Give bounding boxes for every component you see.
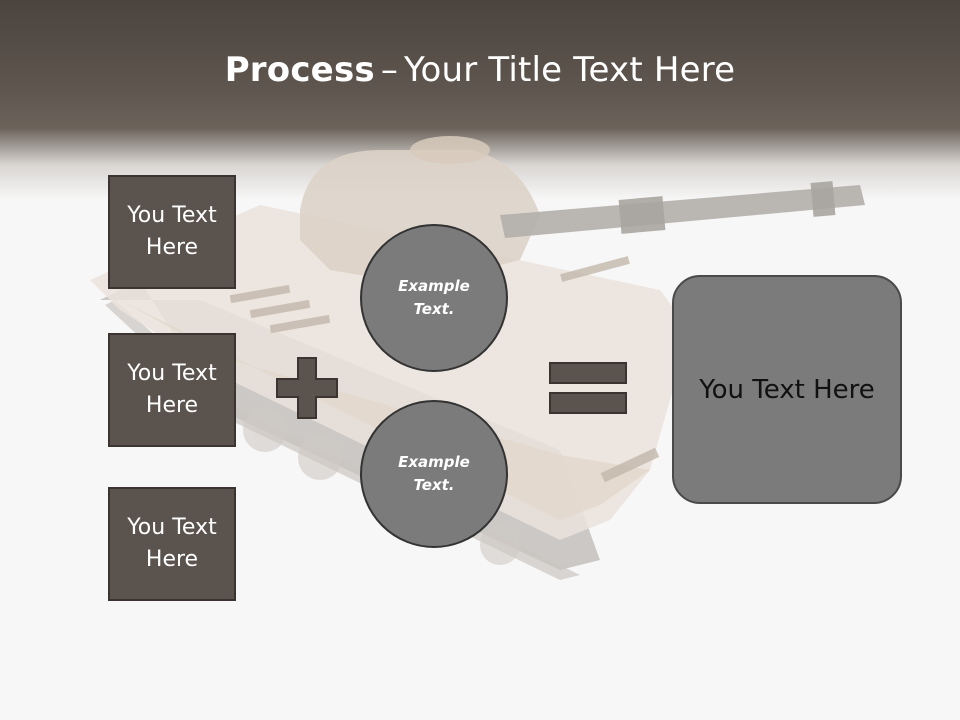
title-dash: – bbox=[380, 50, 399, 90]
title-bold: Process bbox=[224, 50, 375, 90]
text-box-2[interactable]: You Text Here bbox=[108, 333, 236, 447]
example-circle-2[interactable]: Example Text. bbox=[360, 400, 508, 548]
plus-icon bbox=[276, 357, 338, 419]
example-circle-1-label: Example Text. bbox=[398, 277, 470, 318]
text-box-1[interactable]: You Text Here bbox=[108, 175, 236, 289]
example-circle-2-label: Example Text. bbox=[398, 453, 470, 494]
text-box-3[interactable]: You Text Here bbox=[108, 487, 236, 601]
result-box-label: You Text Here bbox=[699, 374, 875, 405]
slide-title: Process–Your Title Text Here bbox=[0, 50, 960, 90]
result-box[interactable]: You Text Here bbox=[672, 275, 902, 504]
example-circle-1[interactable]: Example Text. bbox=[360, 224, 508, 372]
text-box-1-label: You Text Here bbox=[127, 203, 217, 260]
text-box-2-label: You Text Here bbox=[127, 361, 217, 418]
equals-icon bbox=[549, 362, 627, 414]
title-text: Your Title Text Here bbox=[404, 50, 736, 90]
text-box-3-label: You Text Here bbox=[127, 515, 217, 572]
